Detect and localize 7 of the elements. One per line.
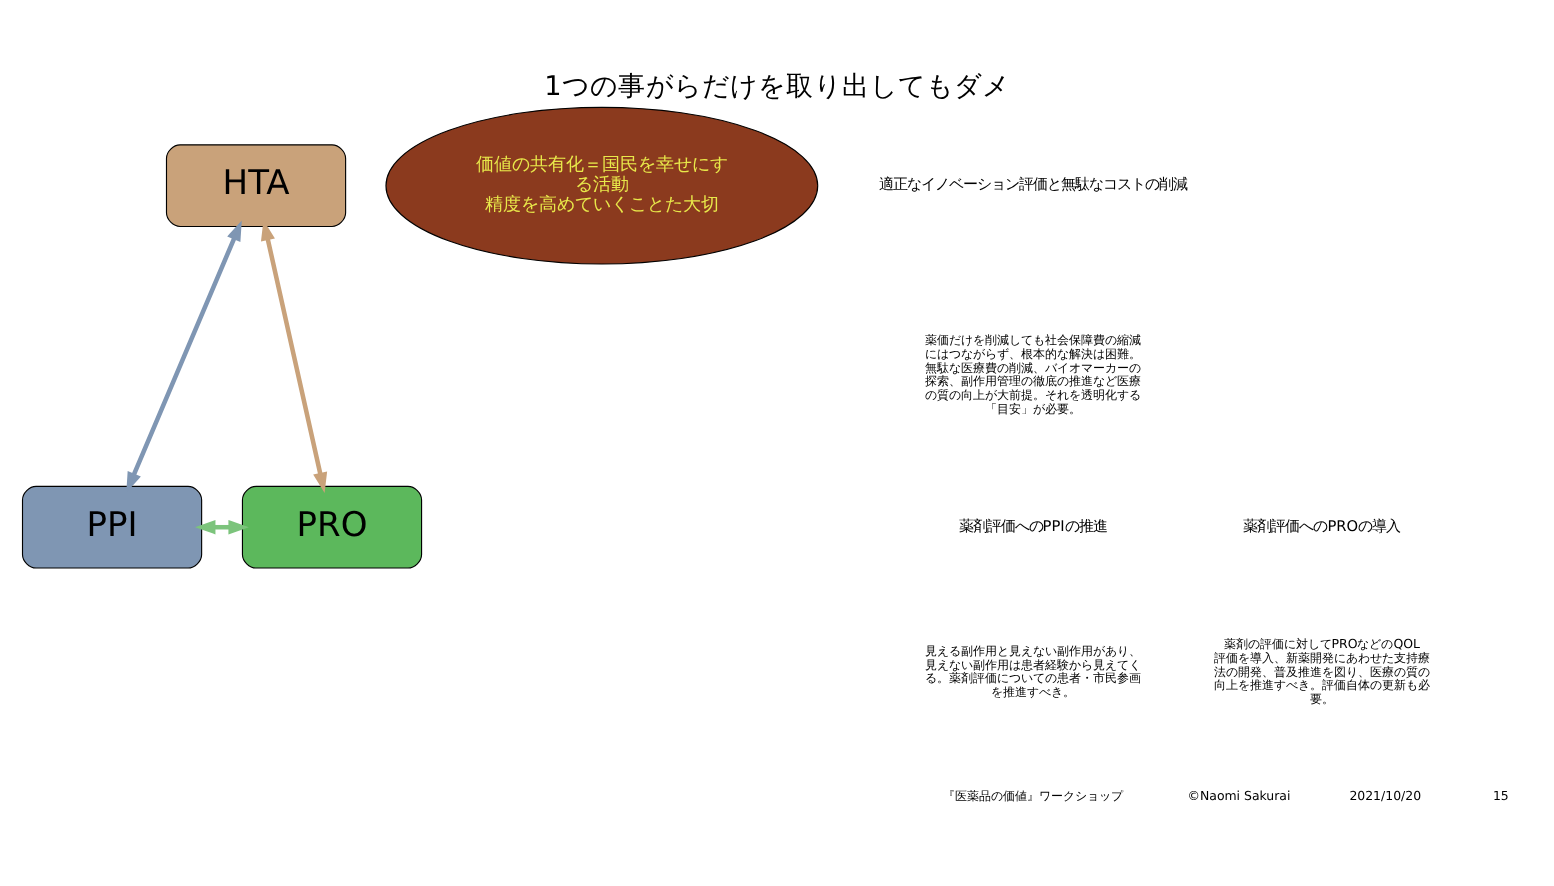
- arrow: [260, 220, 328, 493]
- arrow: [126, 220, 242, 493]
- node-box: HTA: [165, 144, 347, 227]
- node-box: PPI: [21, 485, 203, 569]
- node-ellipse: 価値の共有化＝国民を幸せにする活動 精度を高めていくことた大切: [385, 106, 819, 265]
- node-box: PRO: [241, 485, 423, 569]
- diagram-title: 1つの事がらだけを取り出してもダメ: [544, 70, 1010, 103]
